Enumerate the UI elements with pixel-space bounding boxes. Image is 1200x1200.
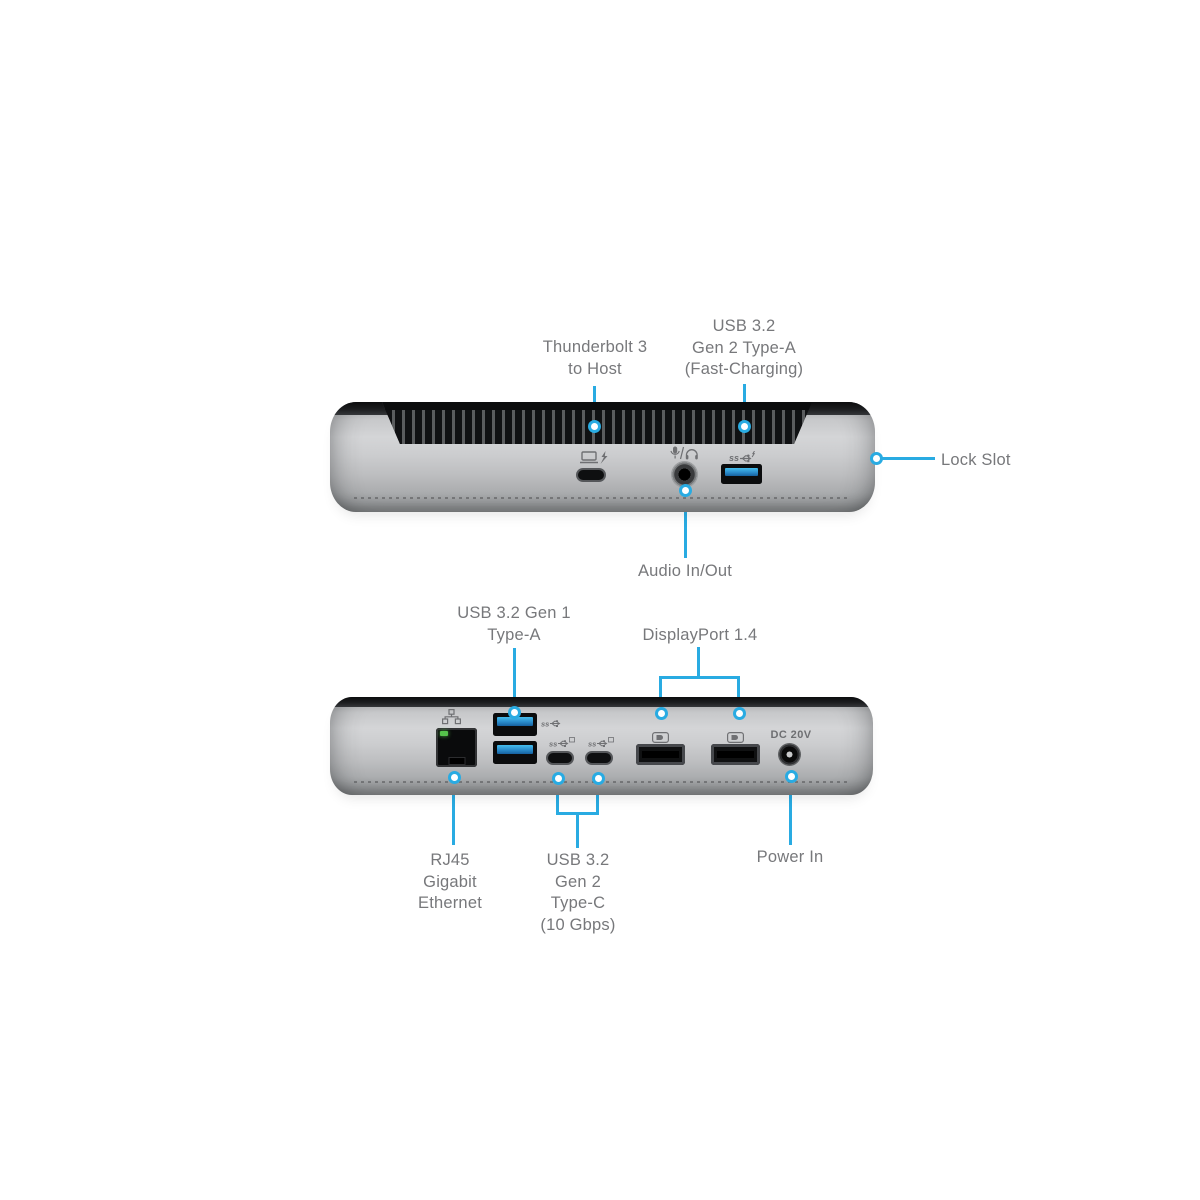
- usb-a-blue-tongue: [497, 745, 533, 754]
- callout-label-audio: Audio In/Out: [637, 562, 733, 580]
- displayport-1: [636, 744, 685, 765]
- svg-text:ss: ss: [729, 453, 739, 463]
- ethernet-led: [440, 731, 448, 736]
- usb-ss10-icon: ss: [549, 735, 575, 753]
- displayport-icon: [727, 730, 745, 748]
- dp-slot: [717, 751, 754, 758]
- callout-label-thunderbolt3: Thunderbolt 3 to Host: [542, 338, 648, 378]
- callout-dot-usb-a-gen1: [508, 706, 521, 719]
- mic-headphones-icon: [670, 446, 699, 465]
- usb-a-fast-charging-port: [721, 464, 762, 484]
- laptop-charging-icon: [579, 451, 609, 469]
- dc-power-jack: [778, 743, 801, 766]
- callout-line-displayport-stem: [697, 647, 700, 677]
- callout-dot-displayport-2: [733, 707, 746, 720]
- displayport-2: [711, 744, 760, 765]
- callout-label-rj45: RJ45 Gigabit Ethernet: [418, 851, 482, 912]
- callout-label-displayport: DisplayPort 1.4: [642, 626, 758, 644]
- dock-front-view: ss: [330, 402, 875, 512]
- callout-line-rj45: [452, 783, 455, 845]
- dc-20v-marking: DC 20V: [770, 729, 812, 741]
- callout-dot-usb-a-fast: [738, 420, 751, 433]
- thunderbolt3-usb-c-port: [576, 468, 606, 482]
- callout-label-usb-a-gen1: USB 3.2 Gen 1 Type-A: [457, 604, 571, 644]
- svg-text:ss: ss: [541, 720, 549, 728]
- callout-line-usb-a-gen1: [513, 648, 516, 707]
- callout-line-audio: [684, 495, 687, 558]
- callout-dot-usb-c-2: [592, 772, 605, 785]
- usb-a-port-bottom: [493, 741, 537, 764]
- svg-text:ss: ss: [588, 740, 596, 748]
- front-bottom-seam: [354, 497, 851, 499]
- usb-ss10-icon: ss: [588, 735, 614, 753]
- callout-dot-rj45: [448, 771, 461, 784]
- ethernet-icon: [442, 709, 461, 730]
- back-top-edge: [330, 697, 873, 707]
- usb-a-blue-tongue: [497, 717, 533, 726]
- usb-c-port-2: [585, 751, 613, 765]
- callout-label-power-in: Power In: [756, 848, 824, 866]
- usb-a-blue-tongue: [725, 468, 758, 476]
- dp-slot: [642, 751, 679, 758]
- callout-bracket-displayport: [659, 676, 740, 707]
- rj45-ethernet-port: [436, 728, 477, 767]
- audio-jack: [671, 461, 698, 488]
- callout-line-power-in: [789, 782, 792, 845]
- usb-ss-charging-icon: ss: [729, 450, 756, 468]
- svg-text:ss: ss: [549, 740, 557, 748]
- usb-c-port-1: [546, 751, 574, 765]
- displayport-icon: [652, 730, 670, 748]
- callout-line-usb-c-stem: [576, 814, 579, 848]
- callout-line-lock-slot: [881, 457, 935, 460]
- usb-ss-icon: ss: [541, 715, 563, 733]
- callout-dot-power-in: [785, 770, 798, 783]
- callout-label-usb-c: USB 3.2 Gen 2 Type-C (10 Gbps): [540, 851, 616, 934]
- callout-label-lock-slot: Lock Slot: [941, 451, 1011, 469]
- callout-dot-usb-c-1: [552, 772, 565, 785]
- callout-dot-audio: [679, 484, 692, 497]
- callout-bracket-usb-c: [556, 784, 599, 815]
- callout-dot-thunderbolt3: [588, 420, 601, 433]
- callout-dot-displayport-1: [655, 707, 668, 720]
- rj45-notch: [448, 757, 465, 765]
- callout-label-usb-a-fast-charging: USB 3.2 Gen 2 Type-A (Fast-Charging): [684, 317, 804, 378]
- callout-dot-lock-slot: [870, 452, 883, 465]
- dock-back-view: ss ss ss: [330, 697, 873, 795]
- usb-a-port-top: [493, 713, 537, 736]
